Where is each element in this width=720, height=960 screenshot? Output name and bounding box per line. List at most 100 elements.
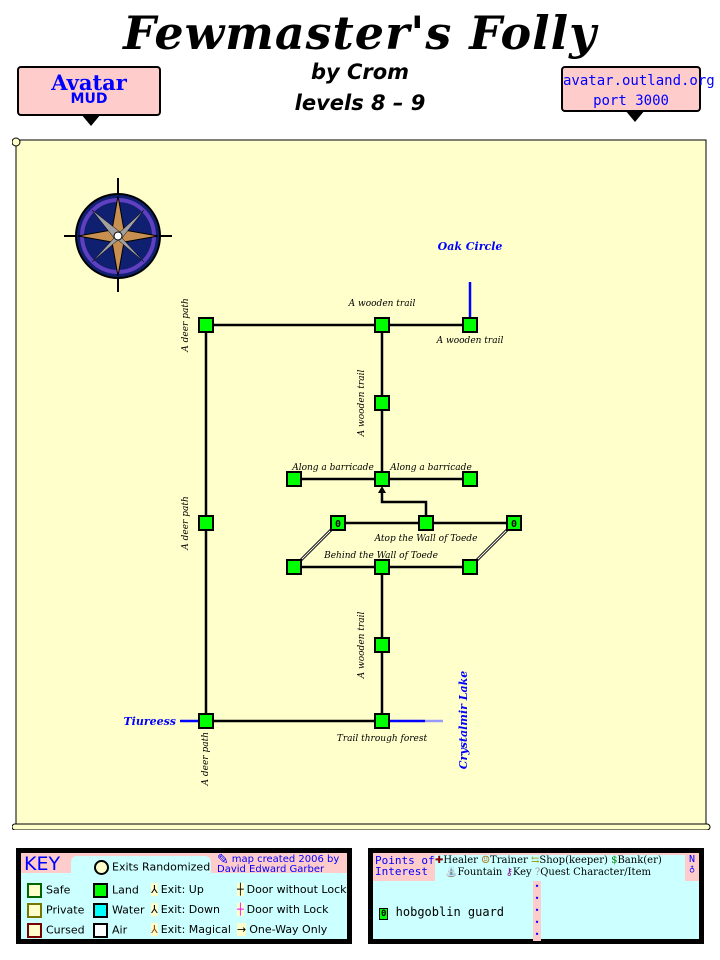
exits-randomized-icon (94, 860, 109, 875)
key-exit-down: Exit: Down (160, 903, 220, 916)
room-label: A wooden trail (436, 336, 504, 346)
room[interactable] (462, 317, 478, 333)
map-key: KEY Exits Randomized ✎map created 2006 b… (16, 848, 352, 944)
room-label: Along a barricade (291, 463, 374, 473)
map-area: 0 0 A wooden trail A wooden trail A deer … (12, 137, 711, 830)
exit-oak-circle[interactable]: Oak Circle (438, 240, 503, 253)
key-exits-randomized: Exits Randomized (112, 860, 211, 874)
room[interactable] (374, 637, 390, 653)
credit-line2: David Edward Garber (217, 864, 325, 875)
exit-tiureess[interactable]: Tiureess (123, 715, 176, 728)
key-door-no-lock: Door without Lock (246, 883, 347, 896)
mob-marker: 0 (511, 519, 517, 530)
key-cursed: Cursed (46, 923, 85, 937)
poi-entry: 0 hobgoblin guard (379, 905, 505, 920)
room-label: Behind the Wall of Toede (323, 551, 438, 561)
room-label: Atop the Wall of Toede (374, 534, 478, 544)
air-swatch-icon (93, 923, 108, 938)
room-label: A deer path (181, 298, 191, 352)
room[interactable] (198, 713, 214, 729)
server-address-banner: avatar.outland.org port 3000 (561, 66, 715, 122)
map-levels: levels 8 – 9 (294, 91, 426, 115)
land-swatch-icon (93, 883, 108, 898)
key-one-way: One-Way Only (249, 923, 328, 936)
room[interactable] (506, 515, 522, 531)
room-label: Trail through forest (337, 734, 428, 744)
column-divider: ••••• (533, 881, 541, 941)
trainer-icon: ☺ (481, 855, 491, 866)
legend-healer: Healer (443, 855, 478, 866)
private-swatch-icon (27, 903, 42, 918)
room[interactable] (462, 559, 478, 575)
map-title: Fewmaster's Folly (123, 6, 597, 60)
room[interactable] (330, 515, 346, 531)
room[interactable] (462, 471, 478, 487)
key-safe: Safe (46, 883, 71, 897)
scroll-quill-icon: ✎ (217, 852, 229, 868)
shop-icon: ⇆ (530, 855, 540, 866)
logo-line1: Avatar (51, 70, 127, 95)
legend-key: Key (512, 867, 532, 878)
bank-icon: $ (611, 855, 618, 866)
room-label: Along a barricade (389, 463, 472, 473)
legend-fountain: Fountain (457, 867, 503, 878)
room[interactable] (374, 317, 390, 333)
key-air: Air (112, 923, 128, 937)
door-lock-icon: ┼ (237, 903, 244, 916)
server-host: avatar.outland.org (563, 73, 715, 89)
room-label: A deer path (181, 496, 191, 550)
door-no-lock-icon: ┼ (237, 883, 244, 896)
key-exit-magical: Exit: Magical (160, 923, 231, 936)
room[interactable] (418, 515, 434, 531)
zone-exit-links (180, 282, 472, 723)
poi-title-1: Points of (375, 854, 435, 867)
room-label: A wooden trail (357, 370, 367, 438)
legend-bank: Bank(er) (617, 855, 662, 866)
key-title: KEY (24, 853, 61, 875)
poi-title-2: Interest (375, 865, 428, 878)
legend-trainer: Trainer (490, 855, 528, 866)
exit-up-icon: ⅄ (151, 883, 158, 896)
healer-icon: ✚ (435, 855, 444, 866)
key-door-lock: Door with Lock (246, 903, 329, 916)
room[interactable] (286, 471, 302, 487)
water-swatch-icon (93, 903, 108, 918)
room-label: A deer path (201, 732, 211, 786)
north-indicator-icon: N♁ (689, 854, 696, 875)
mob-marker-icon: 0 (379, 908, 389, 920)
compass-rose-icon (64, 178, 172, 292)
credit-line1: map created 2006 by (231, 854, 340, 865)
room[interactable] (286, 559, 302, 575)
logo-line2: MUD (70, 91, 108, 107)
exit-crystalmir-lake[interactable]: Crystalmir Lake (457, 671, 470, 769)
fountain-icon: ⛲ (445, 867, 458, 878)
key-exit-up: Exit: Up (160, 883, 204, 896)
map-author: by Crom (310, 60, 410, 84)
room[interactable] (198, 317, 214, 333)
avatar-mud-logo: Avatar MUD (17, 66, 161, 126)
room[interactable] (374, 559, 390, 575)
room[interactable] (374, 471, 390, 487)
mob-marker: 0 (335, 519, 341, 530)
server-port: port 3000 (593, 93, 669, 109)
room-label: A wooden trail (357, 612, 367, 680)
safe-swatch-icon (27, 883, 42, 898)
key-water: Water (112, 903, 145, 917)
one-way-arrow-icon (378, 486, 386, 493)
one-way-icon: → (237, 923, 247, 936)
key-icon: ⚷ (505, 867, 513, 878)
poi-entry-name: hobgoblin guard (395, 905, 505, 919)
exit-magical-icon: ⅄ (151, 923, 158, 936)
quest-icon: ? (534, 867, 541, 878)
exit-down-icon: ⅄ (151, 903, 158, 916)
legend-quest: Quest Character/Item (540, 867, 651, 878)
cursed-swatch-icon (27, 923, 42, 938)
room[interactable] (374, 713, 390, 729)
room[interactable] (198, 515, 214, 531)
room-label: A wooden trail (348, 299, 416, 309)
key-private: Private (46, 903, 85, 917)
key-land: Land (112, 883, 139, 897)
legend-shop: Shop(keeper) (539, 855, 608, 866)
room[interactable] (374, 395, 390, 411)
